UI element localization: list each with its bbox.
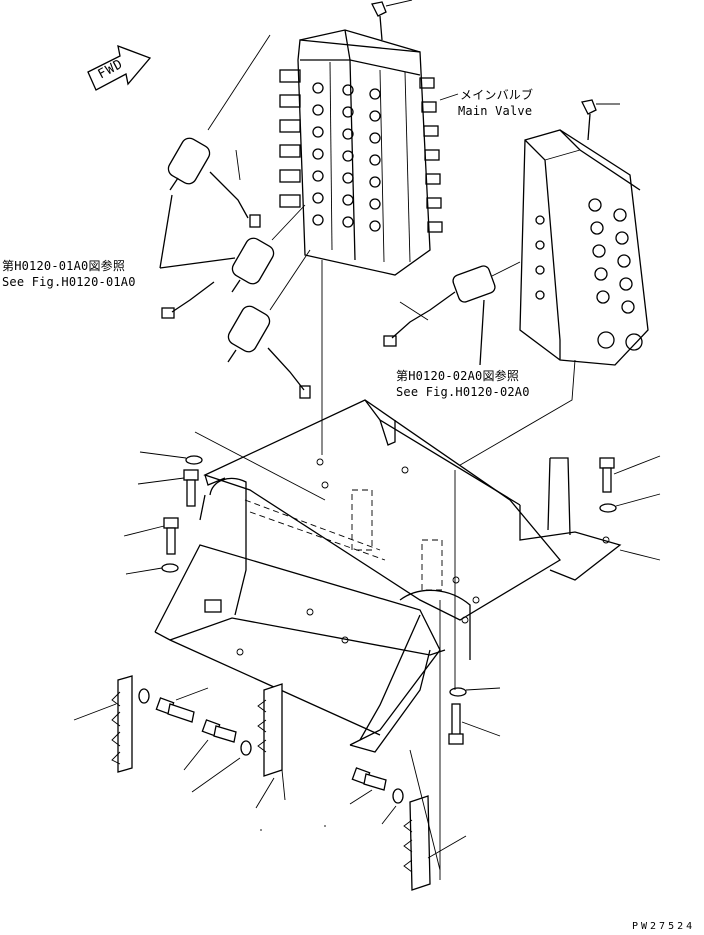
main-valve-label-en: Main Valve [458,104,533,118]
reference-label-1-en: See Fig.H0120-01A0 [2,275,136,289]
pressure-switches [159,34,311,399]
main-valve-label-jp: メインバルブ [460,88,534,102]
valve-mounting-bracket [154,260,622,753]
reference-label-1-jp: 第H0120-01A0図参照 [2,259,126,273]
drawing-code: PW27524 [632,921,696,932]
bracket-bolt-holes [236,458,610,656]
reference-label-2-en: See Fig.H0120-02A0 [396,385,530,399]
main-valve-right [454,99,649,469]
main-valve-right-spools [535,198,643,351]
bolts-and-washers [123,451,661,825]
pressure-switch-right [383,261,521,366]
reference-label-2-jp: 第H0120-02A0図参照 [396,369,520,383]
clip-brackets [73,675,467,891]
main-valve-upper-spools [279,69,443,233]
main-valve-upper [279,0,459,276]
fwd-arrow-icon [87,44,152,91]
